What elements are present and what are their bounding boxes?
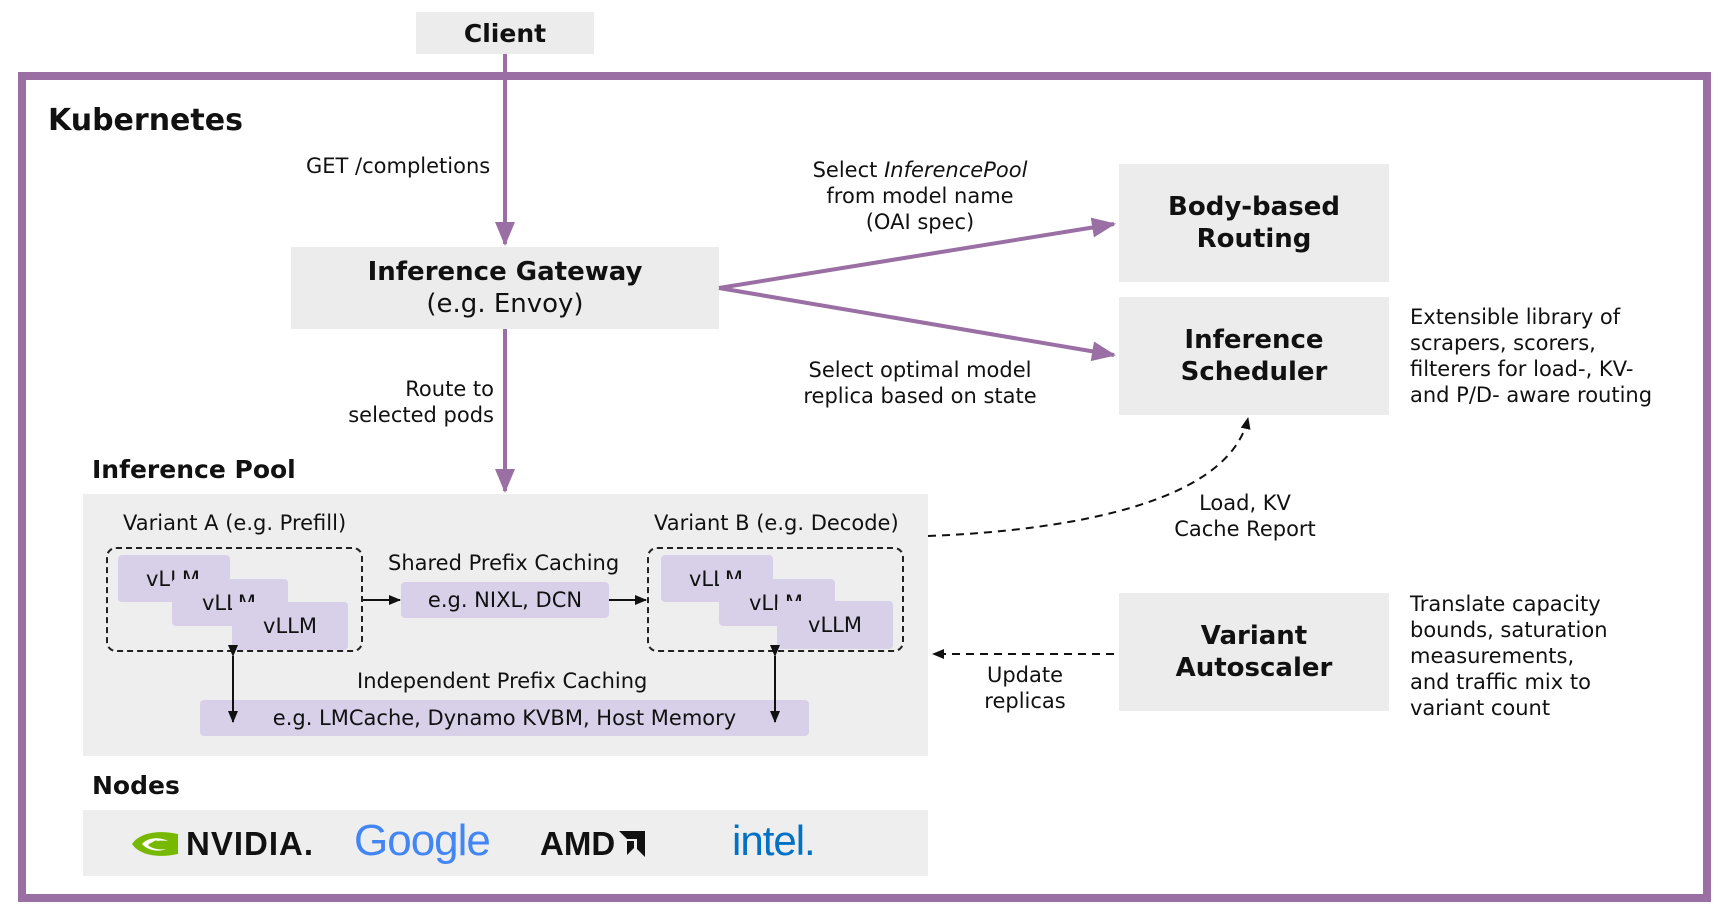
load-kv-label: Load, KV Cache Report xyxy=(1160,490,1330,542)
select-pool-line2: from model name xyxy=(826,184,1014,208)
google-wordmark: Google xyxy=(354,816,491,865)
scheduler-note-line: and P/D- aware routing xyxy=(1410,383,1653,407)
scheduler-note-line: filterers for load-, KV- xyxy=(1410,357,1634,381)
independent-prefix-example: e.g. LMCache, Dynamo KVBM, Host Memory xyxy=(200,700,809,736)
independent-prefix-caching-label: Independent Prefix Caching xyxy=(357,669,648,693)
client-box: Client xyxy=(416,12,594,54)
autoscaler-note-line: variant count xyxy=(1410,696,1551,720)
scheduler-note-line: scrapers, scorers, xyxy=(1410,331,1596,355)
shared-prefix-caching-label: Shared Prefix Caching xyxy=(388,551,620,575)
autoscaler-note-line: Translate capacity xyxy=(1410,592,1601,616)
get-completions-label: GET /completions xyxy=(306,154,491,178)
update-line2: replicas xyxy=(984,689,1066,713)
autoscaler-note-line: and traffic mix to xyxy=(1410,670,1591,694)
body-based-routing-box: Body-based Routing xyxy=(1119,164,1389,282)
route-line1: Route to xyxy=(405,377,494,401)
intel-wordmark: intel. xyxy=(732,817,816,864)
google-logo: Google xyxy=(354,816,491,865)
select-pool-label: Select InferencePool from model name (OA… xyxy=(775,157,1065,235)
autoscaler-note-line: measurements, xyxy=(1410,644,1575,668)
vllm-label: vLLM xyxy=(808,613,862,637)
vllm-instance: vLLM xyxy=(777,601,893,649)
select-pool-prefix: Select xyxy=(812,158,885,182)
inference-pool-title: Inference Pool xyxy=(92,455,296,484)
gateway-title: Inference Gateway xyxy=(367,257,643,287)
nodes-panel xyxy=(83,810,928,876)
body-routing-line2: Routing xyxy=(1196,224,1312,254)
kubernetes-title: Kubernetes xyxy=(48,103,243,138)
scheduler-note-line: Extensible library of xyxy=(1410,305,1621,329)
variant-autoscaler-box: Variant Autoscaler xyxy=(1119,593,1389,711)
update-replicas-label: Update replicas xyxy=(965,662,1085,714)
shared-example-text: e.g. NIXL, DCN xyxy=(427,588,583,612)
autoscaler-note: Translate capacity bounds, saturation me… xyxy=(1410,591,1608,721)
nvidia-eye-icon xyxy=(132,832,178,856)
select-optimal-line2: replica based on state xyxy=(803,384,1037,408)
load-kv-line2: Cache Report xyxy=(1174,517,1316,541)
autoscaler-line2: Autoscaler xyxy=(1175,653,1333,683)
kubernetes-frame xyxy=(18,72,1711,902)
pool-to-scheduler-dashed-arrow xyxy=(927,417,1251,537)
route-line2: selected pods xyxy=(348,403,494,427)
body-routing-line1: Body-based xyxy=(1168,192,1340,222)
update-line1: Update xyxy=(986,663,1064,687)
amd-logo: AMD xyxy=(540,825,647,862)
select-pool-line3: (OAI spec) xyxy=(865,210,975,234)
nvidia-wordmark: NVIDIA. xyxy=(186,825,315,862)
vllm-label: vLLM xyxy=(263,614,317,638)
inference-scheduler-box: Inference Scheduler xyxy=(1119,297,1389,415)
select-optimal-line1: Select optimal model xyxy=(808,358,1032,382)
scheduler-line2: Scheduler xyxy=(1180,357,1328,387)
amd-wordmark: AMD xyxy=(540,825,616,862)
route-label: Route to selected pods xyxy=(330,376,494,428)
variant-b-label: Variant B (e.g. Decode) xyxy=(654,511,899,535)
amd-arrow-icon xyxy=(619,831,646,857)
intel-logo: intel. xyxy=(732,817,816,864)
scheduler-line1: Inference xyxy=(1184,325,1324,355)
nvidia-logo: NVIDIA. xyxy=(130,825,315,862)
independent-example-text: e.g. LMCache, Dynamo KVBM, Host Memory xyxy=(272,706,737,730)
client-label: Client xyxy=(463,18,547,48)
select-pool-line1: Select InferencePool xyxy=(775,157,1065,183)
load-kv-line1: Load, KV xyxy=(1199,491,1291,515)
autoscaler-line1: Variant xyxy=(1200,621,1308,651)
select-pool-emphasis: InferencePool xyxy=(884,158,1028,182)
inference-gateway-box: Inference Gateway (e.g. Envoy) xyxy=(291,247,719,329)
gateway-to-scheduler-arrow xyxy=(718,286,1116,362)
select-optimal-label: Select optimal model replica based on st… xyxy=(770,357,1070,409)
shared-prefix-example: e.g. NIXL, DCN xyxy=(401,582,609,618)
nodes-title: Nodes xyxy=(92,771,180,800)
vllm-instance: vLLM xyxy=(232,602,348,650)
variant-a-label: Variant A (e.g. Prefill) xyxy=(123,511,347,535)
autoscaler-note-line: bounds, saturation xyxy=(1410,618,1608,642)
scheduler-note: Extensible library of scrapers, scorers,… xyxy=(1410,304,1652,408)
gateway-subtitle: (e.g. Envoy) xyxy=(426,289,584,319)
gateway-to-body-routing-arrow xyxy=(718,217,1116,290)
